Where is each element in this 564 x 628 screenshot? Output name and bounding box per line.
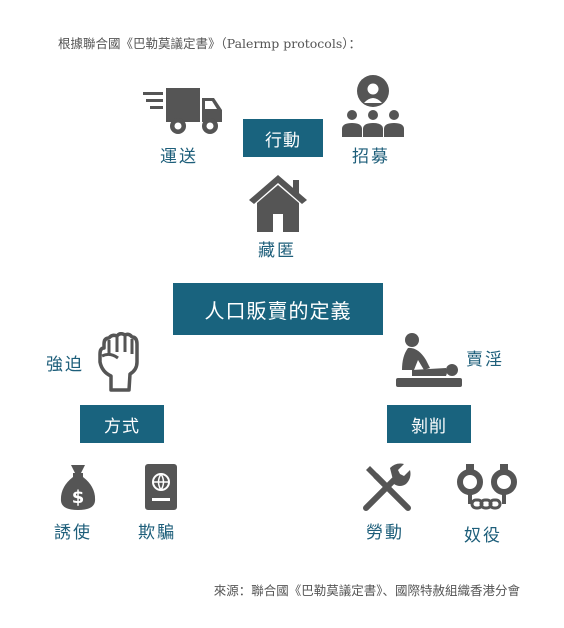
- labour-label: 勞動: [366, 523, 404, 543]
- definition-title-box: 人口販賣的定義: [173, 283, 383, 335]
- massage-icon: [392, 330, 464, 390]
- deception-label: 欺騙: [138, 523, 176, 543]
- harbour-label: 藏匿: [258, 241, 296, 261]
- money-bag-icon: $: [58, 463, 98, 511]
- means-category-label: 方式: [104, 416, 140, 437]
- recruit-label: 招募: [352, 147, 390, 167]
- slavery-label: 奴役: [464, 526, 502, 546]
- handcuffs-icon: [456, 462, 518, 512]
- inducement-label: 誘使: [54, 523, 92, 543]
- intro-text: 根據聯合國《巴勒莫議定書》（Palermp protocols）：: [58, 36, 361, 51]
- action-category-box: 行動: [243, 119, 323, 157]
- definition-title: 人口販賣的定義: [204, 298, 352, 323]
- action-category-label: 行動: [265, 130, 301, 151]
- purpose-category-label: 剝削: [411, 416, 447, 437]
- people-icon: [340, 73, 406, 139]
- truck-icon: [142, 84, 224, 136]
- transport-label: 運送: [160, 147, 198, 167]
- svg-text:$: $: [72, 487, 85, 508]
- prostitution-label: 賣淫: [466, 350, 504, 370]
- passport-icon: [143, 462, 179, 512]
- source-text: 來源：聯合國《巴勒莫議定書》、國際特赦組織香港分會: [213, 583, 520, 598]
- means-category-box: 方式: [80, 405, 164, 443]
- tools-icon: [360, 460, 414, 514]
- fist-icon: [96, 332, 142, 392]
- coercion-label: 強迫: [46, 355, 84, 375]
- house-icon: [245, 172, 311, 234]
- purpose-category-box: 剝削: [387, 405, 471, 443]
